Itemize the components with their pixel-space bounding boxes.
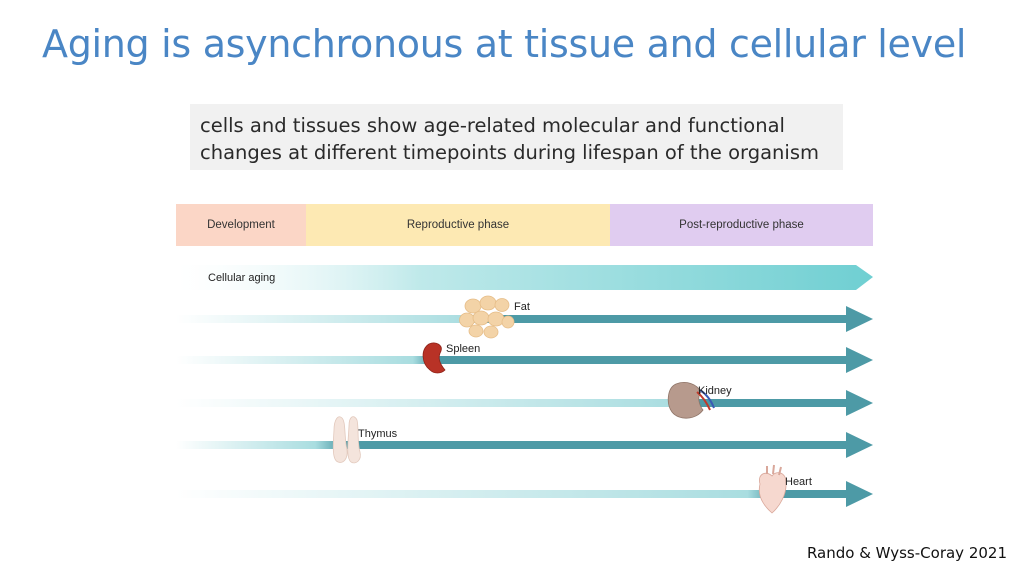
subtitle-line-1: cells and tissues show age-related molec… bbox=[200, 114, 785, 137]
slide-title: Aging is asynchronous at tissue and cell… bbox=[42, 22, 967, 66]
phase-reproductive: Reproductive phase bbox=[306, 204, 610, 246]
spleen-label: Spleen bbox=[446, 343, 481, 355]
fat-cells-icon bbox=[459, 295, 515, 339]
cellular-aging-label: Cellular aging bbox=[208, 272, 276, 284]
thymus-label: Thymus bbox=[358, 428, 398, 440]
fat-label: Fat bbox=[514, 301, 530, 313]
phase-development: Development bbox=[176, 204, 306, 246]
cellular-aging-arrow bbox=[176, 265, 873, 290]
citation: Rando & Wyss-Coray 2021 bbox=[806, 544, 1007, 562]
kidney-icon bbox=[667, 382, 715, 419]
heart-arrow bbox=[176, 481, 873, 507]
subtitle-line-2: changes at different timepoints during l… bbox=[200, 141, 819, 164]
spleen-arrow bbox=[176, 347, 873, 373]
thymus-arrow bbox=[176, 432, 873, 458]
heart-label: Heart bbox=[785, 476, 812, 488]
phase-post-reproductive: Post-reproductive phase bbox=[610, 204, 873, 246]
thymus-icon bbox=[332, 416, 361, 464]
kidney-arrow bbox=[176, 390, 873, 416]
spleen-icon bbox=[422, 342, 446, 374]
heart-icon bbox=[758, 464, 787, 514]
kidney-label: Kidney bbox=[698, 385, 732, 397]
subtitle-box: cells and tissues show age-related molec… bbox=[190, 104, 843, 170]
